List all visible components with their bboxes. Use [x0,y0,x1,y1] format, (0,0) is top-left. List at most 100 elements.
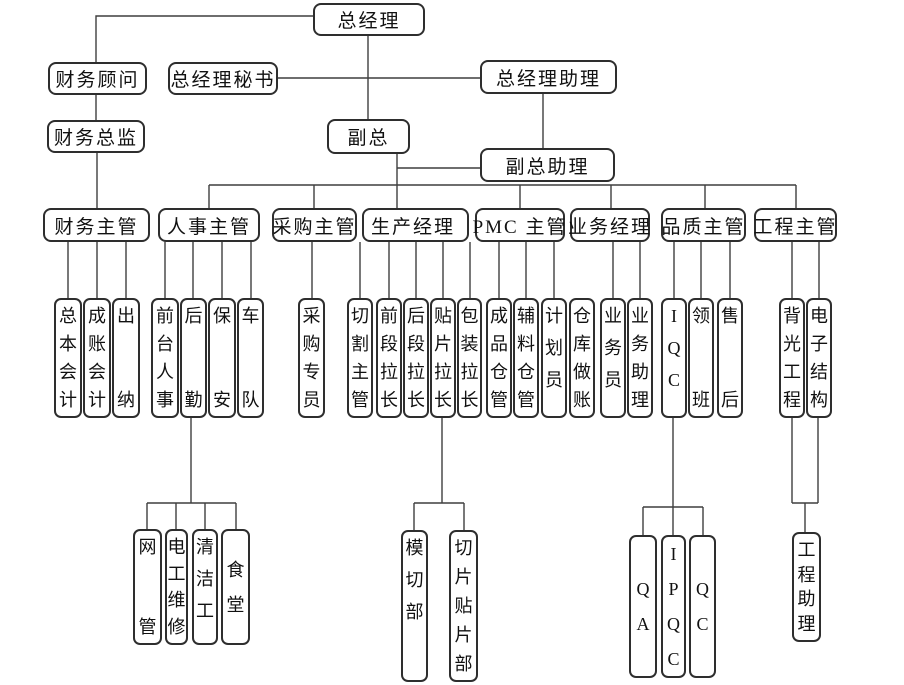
node-general-manager: 总经理 [313,3,425,36]
char: 库 [573,334,591,354]
connector-dept-drops [67,242,793,298]
char: 售 [721,306,739,326]
char: 程 [797,564,816,585]
node-sales-manager: 业务经理 [568,208,650,242]
char: 后 [721,390,739,410]
node-electronic-structure: 电子结构 [806,298,832,418]
char: 务 [604,338,622,358]
char: 本 [59,334,77,354]
char: 账 [573,390,591,410]
node-engineering-supervisor: 工程主管 [754,208,837,242]
char: 装 [460,334,479,354]
char: A [636,614,650,634]
char: 划 [545,338,563,358]
char: C [667,649,680,669]
char: 包 [460,306,479,326]
char: 管 [351,390,369,410]
node-cleaner: 清洁工 [192,529,218,645]
char: 切 [454,538,473,558]
node-slicing-mounting-dept: 切片贴片部 [449,530,478,682]
node-sales-assistant: 业务助理 [627,298,653,418]
node-cost-accountant: 成账会计 [83,298,111,418]
node-after-sales: 售后 [717,298,743,418]
node-backlight-engineering: 背光工程 [779,298,805,418]
node-planner: 计划员 [541,298,567,418]
char: C [667,370,680,390]
node-engineering-assistant: 工程助理 [792,532,821,642]
node-general-ledger-accountant: 总本会计 [54,298,82,418]
char: 员 [604,370,622,390]
char: 工 [196,601,214,621]
char: 前 [156,306,174,326]
node-warehouse-bookkeeper: 仓库做账 [569,298,595,418]
char: 程 [783,390,801,410]
node-network-admin: 网管 [133,529,162,645]
node-electrician: 电工维修 [165,529,188,645]
char: 长 [380,390,398,410]
char: 会 [88,362,106,382]
char: 光 [783,334,801,354]
node-cashier: 出纳 [112,298,140,418]
char: 工 [783,362,801,382]
char: 车 [241,306,260,326]
node-finance-director: 财务总监 [47,120,145,153]
char: 切 [405,570,424,590]
char: 计 [88,390,106,410]
char: 台 [156,334,174,354]
char: 成 [490,306,508,326]
char: 维 [167,590,186,611]
node-finance-supervisor: 财务主管 [43,208,150,242]
connector-top-level [95,15,544,208]
char: 计 [545,306,563,326]
char: 会 [59,362,77,382]
char: 采 [302,306,321,326]
char: C [696,614,709,634]
char: Q [636,579,650,599]
char: 长 [460,390,479,410]
char: 事 [156,390,174,410]
char: 工 [167,563,186,584]
char: 片 [454,625,473,645]
char: 务 [631,334,649,354]
char: 贴 [454,596,473,616]
node-gm-secretary: 总经理秘书 [168,62,278,95]
char: 仓 [517,362,535,382]
char: 助 [631,362,649,382]
node-purchasing-supervisor: 采购主管 [272,208,357,242]
node-logistics: 后勤 [180,298,207,418]
char: 员 [302,390,321,410]
char: 网 [138,537,157,557]
char: 理 [797,613,816,634]
char: I [670,544,677,564]
node-quality-supervisor: 品质主管 [661,208,746,242]
char: 长 [407,390,425,410]
char: 仓 [490,362,508,382]
char: 总 [59,306,77,326]
char: 子 [810,334,828,354]
char: 电 [167,537,186,557]
char: 食 [226,559,245,580]
node-canteen: 食堂 [221,529,250,645]
char: 后 [407,306,425,326]
node-pmc-supervisor: PMC 主管 [473,208,565,242]
char: 主 [351,362,369,382]
char: 洁 [196,569,214,589]
char: Q [667,338,681,358]
char: 工 [797,540,816,560]
node-mounting-line-leader: 贴片拉长 [430,298,456,418]
char: 购 [302,334,321,354]
char: 段 [407,334,425,354]
char: 助 [797,589,816,610]
char: 料 [517,334,535,354]
char: 计 [59,390,77,410]
char: 人 [156,362,174,382]
char: 出 [117,306,135,326]
char: 构 [810,390,828,410]
char: I [671,306,677,326]
char: 拉 [434,362,452,382]
node-finance-advisor: 财务顾问 [48,62,147,95]
char: 拉 [380,362,398,382]
